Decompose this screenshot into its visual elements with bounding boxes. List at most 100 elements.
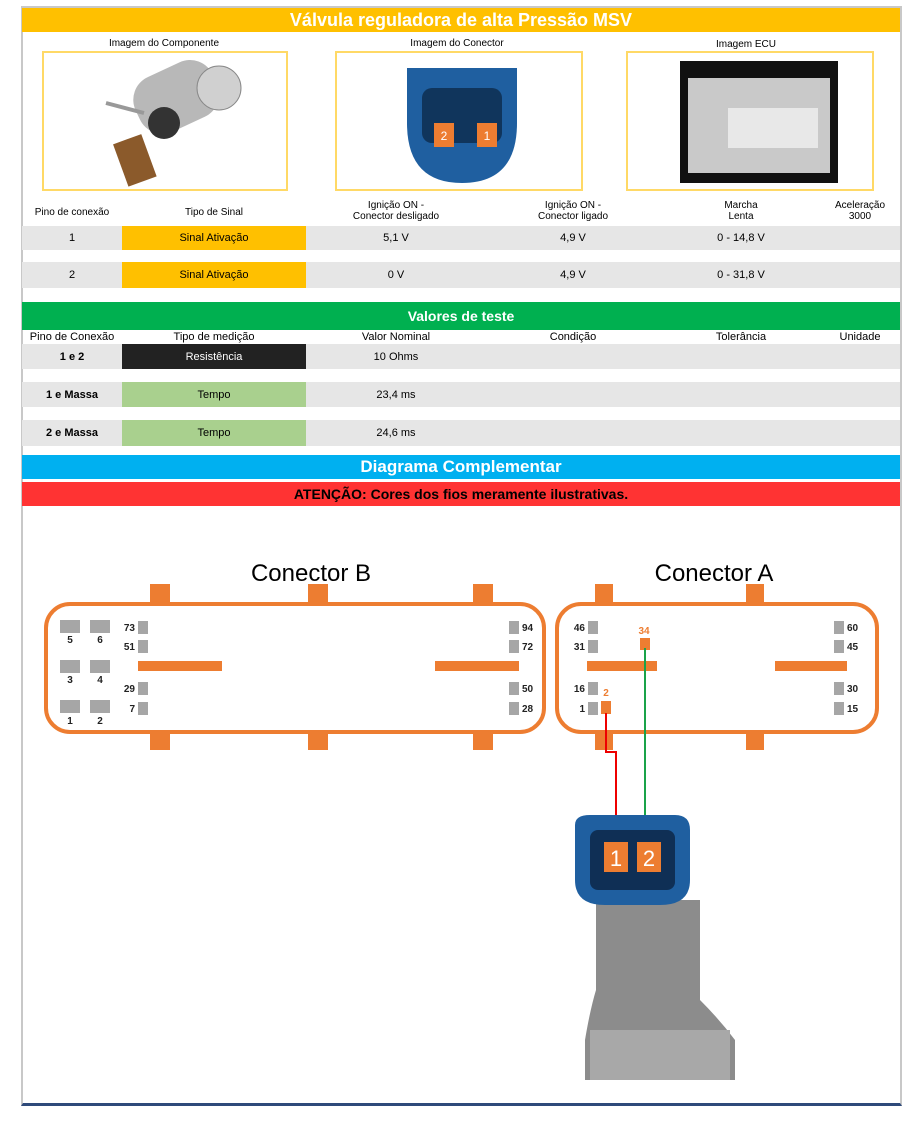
pin-terminal: [60, 620, 80, 633]
ign-on-value: 4,9 V: [560, 232, 586, 244]
ign-on-value: 4,9 V: [560, 269, 586, 281]
test-row: 1 e Massa Tempo 23,4 ms: [22, 382, 900, 407]
nominal-value: 24,6 ms: [376, 427, 416, 439]
pin-label: 73: [124, 623, 136, 634]
pin-terminal: [90, 660, 110, 673]
pin: 2: [68, 269, 76, 281]
measure-type: Tempo: [122, 382, 306, 407]
pin: 1: [68, 232, 76, 244]
pin-label: 34: [638, 626, 650, 637]
plug-pin-label: 2: [643, 846, 655, 871]
pin-terminal: [90, 620, 110, 633]
pin-label: 50: [522, 684, 534, 695]
connector-pin-label: 2: [441, 129, 448, 143]
pin-terminal: [509, 621, 519, 634]
idle-value: 0 - 31,8 V: [717, 269, 765, 281]
test-values-title: Valores de teste: [22, 302, 900, 330]
pin-label: 60: [847, 623, 859, 634]
pin-label: 1: [579, 704, 585, 715]
pin-terminal: [509, 682, 519, 695]
pin-terminal: [834, 621, 844, 634]
signal-row: 2 Sinal Ativação 0 V 4,9 V 0 - 31,8 V: [22, 262, 900, 288]
pin-label: 4: [97, 675, 103, 686]
pin: 1 e 2: [59, 350, 85, 363]
ecu-illustration: [680, 61, 838, 183]
pin-terminal: [60, 700, 80, 713]
pin-label: 45: [847, 642, 859, 653]
measure-type: Tempo: [122, 420, 306, 446]
pin-label: 7: [129, 704, 135, 715]
pin-terminal: [588, 640, 598, 653]
nominal-value: 10 Ohms: [373, 350, 419, 363]
caption-connector: Imagem do Conector: [410, 38, 504, 49]
valve-illustration: [105, 60, 242, 187]
pin-terminal: [138, 621, 148, 634]
connector-pin-label: 1: [484, 129, 491, 143]
header-condition: Condição: [549, 331, 597, 343]
test-row: 1 e 2 Resistência 10 Ohms: [22, 344, 900, 369]
header-ign-on: Ignição ON - Conector ligado: [537, 200, 609, 222]
pin-label: 31: [574, 642, 586, 653]
pin-label: 28: [522, 704, 534, 715]
connector-b-title: Conector B: [251, 560, 371, 587]
warning-banner: ATENÇÃO: Cores dos fios meramente ilustr…: [22, 482, 900, 506]
ign-off-value: 5,1 V: [383, 232, 409, 244]
signal-row: 1 Sinal Ativação 5,1 V 4,9 V 0 - 14,8 V: [22, 226, 900, 250]
caption-ecu: Imagem ECU: [715, 39, 776, 50]
pin-terminal: [138, 682, 148, 695]
header-signal-type: Tipo de Sinal: [185, 207, 243, 218]
pin-terminal: [588, 702, 598, 715]
pin-label: 5: [67, 635, 73, 646]
idle-value: 0 - 14,8 V: [717, 232, 765, 244]
pin-terminal: [834, 640, 844, 653]
ecu-image: [626, 51, 874, 191]
page-frame: [21, 6, 902, 1106]
pin-label: 46: [574, 623, 586, 634]
pin-label: 15: [847, 704, 859, 715]
pin-terminal: [138, 702, 148, 715]
pin-terminal: [588, 621, 598, 634]
pin: 1 e Massa: [46, 388, 98, 401]
pin-label: 72: [522, 642, 534, 653]
pin-label: 2: [603, 688, 609, 699]
pin: 2 e Massa: [46, 427, 98, 439]
pin-terminal: [601, 701, 611, 714]
pin-terminal: [640, 638, 650, 650]
pin-label: 16: [574, 684, 586, 695]
pin-label: 2: [97, 716, 103, 727]
red-wire: [605, 713, 617, 845]
pin-terminal: [60, 660, 80, 673]
pin-label: 3: [67, 675, 73, 686]
pin-label: 29: [124, 684, 136, 695]
pin-label: 30: [847, 684, 859, 695]
signal-type: Sinal Ativação: [122, 226, 306, 250]
ign-off-value: 0 V: [387, 269, 405, 281]
pin-terminal: [834, 702, 844, 715]
connector-illustration: 2 1: [407, 68, 517, 183]
test-row: 2 e Massa Tempo 24,6 ms: [22, 420, 900, 446]
header-measure-type: Tipo de medição: [173, 331, 255, 343]
pin-label: 51: [124, 642, 136, 653]
component-image: [42, 51, 288, 191]
measure-type: Resistência: [122, 344, 306, 369]
plug-pin-label: 1: [610, 846, 622, 871]
header-ign-off: Ignição ON - Conector desligado: [352, 200, 440, 222]
header-pin: Pino de Conexão: [29, 331, 115, 343]
header-nominal: Valor Nominal: [361, 331, 431, 343]
nominal-value: 23,4 ms: [376, 388, 416, 401]
connector-b-shell: [44, 584, 546, 750]
pin-label: 1: [67, 716, 73, 727]
pin-label: 6: [97, 635, 103, 646]
page-title: Válvula reguladora de alta Pressão MSV: [22, 8, 900, 32]
header-idle: Marcha Lenta: [724, 200, 758, 222]
connector-a-shell: [555, 584, 879, 750]
header-tolerance: Tolerância: [715, 331, 767, 343]
caption-component: Imagem do Componente: [108, 38, 220, 49]
diagram-title: Diagrama Complementar: [22, 455, 900, 479]
connector-image: 2 1: [335, 51, 583, 191]
pin-terminal: [90, 700, 110, 713]
pin-terminal: [509, 702, 519, 715]
signal-type: Sinal Ativação: [122, 262, 306, 288]
pin-terminal: [834, 682, 844, 695]
